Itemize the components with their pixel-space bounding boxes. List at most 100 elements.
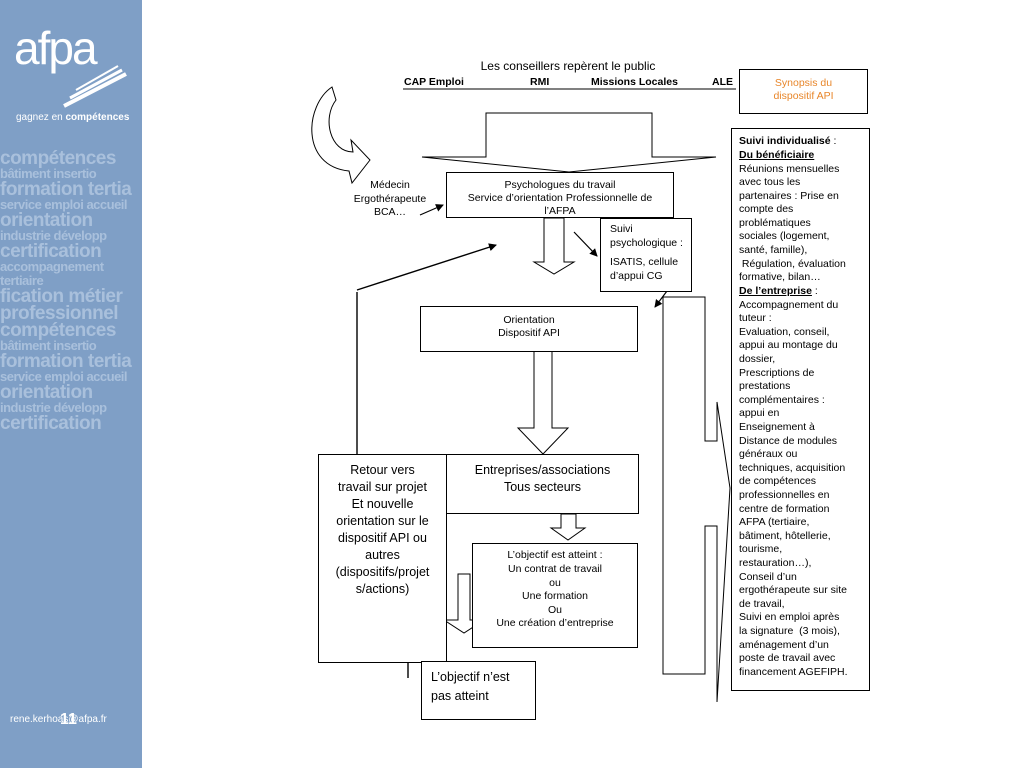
- atteint-line3: ou: [549, 577, 561, 589]
- cloud-word: certification: [0, 241, 102, 262]
- word-cloud: compétences bâtiment insertio formation …: [0, 148, 142, 433]
- arrow-medecin: [419, 204, 444, 216]
- benef-l1: avec tous les: [739, 176, 801, 188]
- entreprises-line1: Entreprises/associations: [474, 463, 611, 477]
- psy-line2: Service d’orientation Professionnelle de: [467, 192, 653, 204]
- suivi-psy-line1: Suivi: [610, 223, 633, 235]
- cloud-word: tertiaire: [0, 273, 44, 288]
- bracket-arrow: [662, 296, 731, 703]
- cloud-word: accompagnement: [0, 259, 104, 274]
- down-arrow-entreprises: [549, 513, 587, 541]
- cloud-word: formation tertia: [0, 351, 132, 372]
- suivi-psy-line2: psychologique :: [610, 237, 683, 249]
- ent-l17: bâtiment, hôtellerie,: [739, 530, 831, 542]
- entreprises-box: Entreprises/associations Tous secteurs: [446, 454, 639, 514]
- ent-l26: poste de travail avec: [739, 652, 836, 664]
- orientation-line1: Orientation: [503, 314, 555, 326]
- header-title: Les conseillers repèrent le public: [480, 59, 656, 73]
- ent-l14: professionnelles en: [739, 489, 830, 501]
- down-arrow-psy: [532, 217, 576, 275]
- benef-l7: Régulation, évaluation: [739, 258, 846, 270]
- non-atteint-line2: pas atteint: [431, 689, 489, 703]
- retour-line6: autres: [365, 548, 400, 562]
- orientation-line2: Dispositif API: [498, 327, 560, 339]
- ent-l8: appui en: [739, 407, 780, 419]
- cloud-word: compétences: [0, 148, 116, 169]
- suivi-psy-box: Suivi psychologique : ISATIS, cellule d’…: [600, 218, 692, 292]
- atteint-line2: Un contrat de travail: [508, 563, 602, 575]
- cloud-word: service emploi accueil: [0, 369, 128, 384]
- cloud-word: industrie développ: [0, 400, 107, 415]
- ent-l16: AFPA (tertiaire,: [739, 516, 810, 528]
- entreprise-suffix: :: [811, 285, 818, 297]
- funnel-arrow: [421, 112, 717, 173]
- entreprise-title: De l’entreprise: [739, 285, 812, 297]
- retour-line2: travail sur projet: [338, 480, 427, 494]
- ent-l25: aménagement d’un: [739, 639, 829, 651]
- atteint-line6: Une création d’entreprise: [496, 617, 614, 629]
- cloud-word: professionnel: [0, 303, 119, 324]
- ent-l0: Accompagnement du: [739, 299, 839, 311]
- tagline-prefix: gagnez en: [16, 112, 63, 123]
- atteint-line4: Une formation: [522, 590, 588, 602]
- arrow-psy-suivi: [573, 231, 598, 257]
- cloud-word: fication métier: [0, 286, 123, 307]
- ent-l13: de compétences: [739, 475, 817, 487]
- medecin-line1: Médecin: [370, 179, 410, 191]
- ent-l15: centre de formation: [739, 503, 830, 515]
- svg-text:afpa: afpa: [14, 22, 98, 74]
- orientation-box: Orientation Dispositif API: [420, 306, 638, 352]
- benef-l3: compte des: [739, 203, 794, 215]
- cloud-word: bâtiment insertio: [0, 166, 97, 181]
- psy-line3: l’AFPA: [544, 205, 576, 217]
- benef-l8: formative, bilan…: [739, 271, 821, 283]
- retour-line1: Retour vers: [350, 463, 415, 477]
- non-atteint-line1: L’objectif n’est: [431, 670, 510, 684]
- down-arrow-orientation: [516, 350, 570, 455]
- synopsis-box: Synopsis du dispositif API: [739, 69, 868, 114]
- atteint-box: L’objectif est atteint : Un contrat de t…: [472, 543, 638, 648]
- ent-l19: restauration…),: [739, 557, 812, 569]
- medecin-line3: BCA…: [373, 206, 407, 218]
- cloud-word: industrie développ: [0, 228, 107, 243]
- cloud-word: orientation: [0, 210, 93, 231]
- retour-line5: dispositif API ou: [338, 531, 427, 545]
- ent-l21: ergothérapeute sur site: [739, 584, 847, 596]
- suivi-psy-line3: ISATIS, cellule: [610, 256, 679, 268]
- partner-cap-emploi: CAP Emploi: [404, 76, 464, 88]
- suivi-heading-text: Suivi individualisé: [739, 135, 831, 147]
- ent-l12: techniques, acquisition: [739, 462, 846, 474]
- psychologues-box: Psychologues du travail Service d’orient…: [446, 172, 674, 218]
- ent-l23: Suivi en emploi après: [739, 611, 840, 623]
- page-number: 11: [60, 711, 77, 728]
- cloud-word: service emploi accueil: [0, 197, 128, 212]
- suivi-heading-suffix: :: [830, 135, 837, 147]
- ent-l18: tourisme,: [739, 543, 783, 555]
- ent-l1: tuteur :: [739, 312, 772, 324]
- benef-l2: partenaires : Prise en: [739, 190, 839, 202]
- benef-l6: santé, famille),: [739, 244, 808, 256]
- suivi-psy-line4: d’appui CG: [610, 270, 663, 282]
- cloud-word: compétences: [0, 320, 116, 341]
- ent-l9: Enseignement à: [739, 421, 815, 433]
- partner-missions-locales: Missions Locales: [591, 76, 678, 88]
- non-atteint-box: L’objectif n’est pas atteint: [421, 661, 536, 720]
- synopsis-line2: dispositif API: [773, 90, 834, 102]
- atteint-line5: Ou: [547, 604, 562, 616]
- medecin-line2: Ergothérapeute: [353, 193, 427, 205]
- tagline: gagnez en compétences: [16, 112, 129, 123]
- ent-l5: Prescriptions de: [739, 367, 815, 379]
- benef-title: Du bénéficiaire: [739, 149, 815, 161]
- suivi-heading: Suivi individualisé :: [739, 135, 836, 148]
- ent-l3: appui au montage du: [739, 339, 838, 351]
- atteint-line1: L’objectif est atteint :: [507, 549, 603, 561]
- ent-l24: la signature (3 mois),: [739, 625, 840, 637]
- ent-l11: généraux ou: [739, 448, 798, 460]
- ent-l2: Evaluation, conseil,: [739, 326, 830, 338]
- retour-line4: orientation sur le: [336, 514, 429, 528]
- retour-line8: s/actions): [355, 582, 410, 596]
- benef-l5: sociales (logement,: [739, 230, 830, 242]
- benef-l0: Réunions mensuelles: [739, 163, 840, 175]
- sidebar: afpa gagnez en compétences compétences b…: [0, 0, 142, 768]
